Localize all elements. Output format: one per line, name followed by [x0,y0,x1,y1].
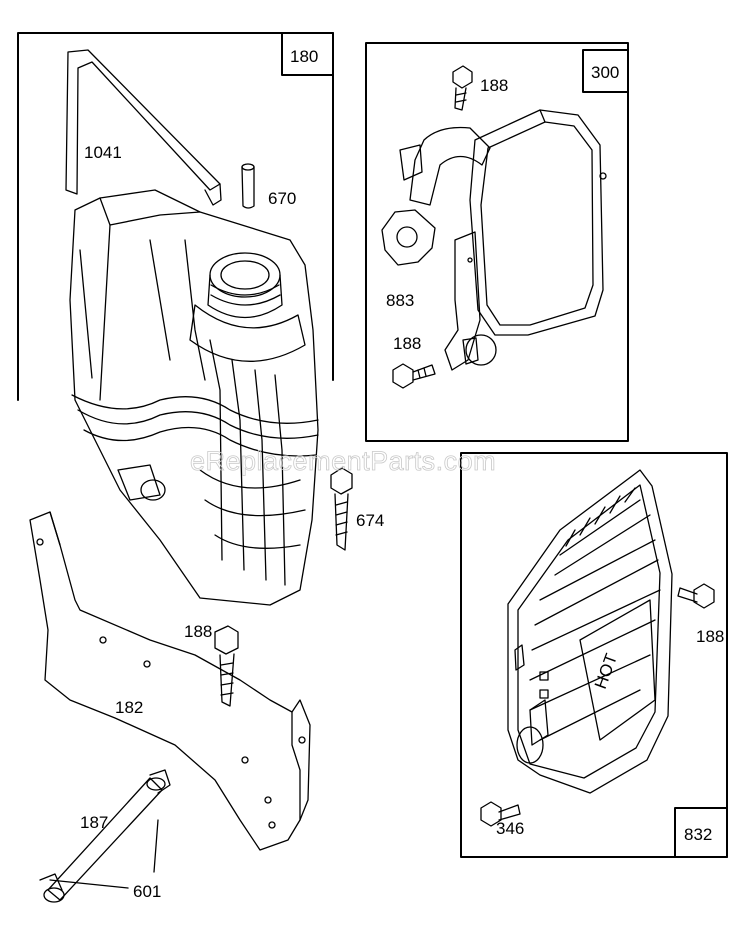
part-188-bracket-bolt [214,625,239,707]
heat-guard-text: HOT [591,651,621,691]
box-180-number: 180 [290,47,318,66]
label-188-bracket: 188 [184,622,212,641]
part-674-bolt [330,467,353,551]
label-674: 674 [356,511,384,530]
part-187-tube [39,769,171,903]
leader-601-upper [153,819,159,873]
box-832-number: 832 [684,825,712,844]
label-182: 182 [115,698,143,717]
label-188-guard: 188 [696,627,724,646]
box-300-number: 300 [591,63,619,82]
part-182-bracket [29,511,311,851]
leader-601-lower [49,879,129,889]
part-188-guard-bolt [677,583,715,609]
box-832-tag [674,807,728,858]
label-346: 346 [496,819,524,838]
label-670: 670 [268,189,296,208]
part-601-clamp-upper [149,769,171,794]
label-601: 601 [133,882,161,901]
heat-guard: HOT [507,469,673,794]
box-832 [460,452,728,858]
muffler [399,109,607,371]
watermark: eReplacementParts.com [190,446,496,476]
fuel-tank [69,189,319,606]
box-180-tag [281,32,334,76]
part-188-muffler-bolt [392,363,436,389]
label-188-muffler: 188 [393,334,421,353]
part-670-pin [241,163,255,209]
part-601-clamp-lower [39,873,63,891]
label-187: 187 [80,813,108,832]
part-1041-wire [65,49,222,206]
box-300 [365,42,629,442]
part-346-bolt [480,801,521,827]
label-188-top: 188 [480,76,508,95]
part-883-gasket [381,209,436,266]
part-188-top-bolt [452,65,473,111]
box-180 [17,32,334,401]
box-300-tag [582,49,629,93]
label-1041: 1041 [84,143,122,162]
label-883: 883 [386,291,414,310]
